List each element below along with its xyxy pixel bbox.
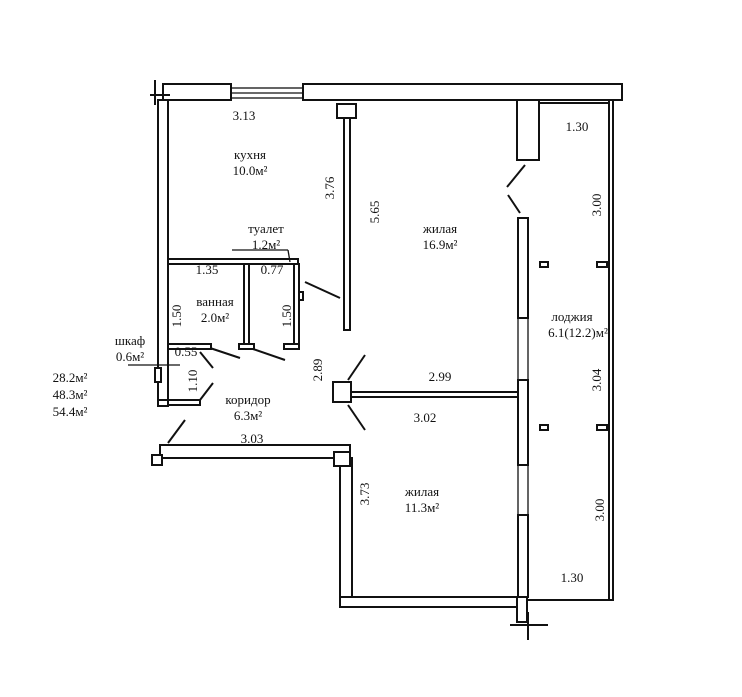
dim-living-small-depth: 3.73 bbox=[357, 483, 372, 506]
dim-loggia-bottom-width: 1.30 bbox=[561, 570, 584, 585]
corridor-area: 6.3м² bbox=[234, 408, 262, 423]
dim-toilet-width: 0.77 bbox=[261, 262, 284, 277]
total-area-with-loggia: 54.4м² bbox=[53, 404, 88, 419]
dim-closet-depth: 1.10 bbox=[185, 370, 200, 393]
living-small-name: жилая bbox=[404, 484, 439, 499]
closet-name: шкаф bbox=[115, 333, 145, 348]
walls bbox=[128, 80, 623, 640]
living-small-area: 11.3м² bbox=[405, 500, 439, 515]
dim-bath-width: 1.35 bbox=[196, 262, 219, 277]
dim-bath-depth: 1.50 bbox=[169, 305, 184, 328]
dim-living-small-width: 3.02 bbox=[414, 410, 437, 425]
dim-loggia-bottom-len: 3.00 bbox=[592, 499, 607, 522]
dim-closet-width: 0.55 bbox=[175, 344, 198, 359]
dim-loggia-top-len: 3.00 bbox=[589, 194, 604, 217]
living-large-name: жилая bbox=[422, 221, 457, 236]
dim-corridor-depth: 2.89 bbox=[310, 359, 325, 382]
living-large-area: 16.9м² bbox=[423, 237, 458, 252]
dim-kitchen-depth: 3.76 bbox=[322, 176, 337, 199]
corridor-name: коридор bbox=[225, 392, 270, 407]
bathroom-name: ванная bbox=[196, 294, 233, 309]
total-living-area: 28.2м² bbox=[53, 370, 88, 385]
dim-kitchen-width: 3.13 bbox=[233, 108, 256, 123]
closet-area: 0.6м² bbox=[116, 349, 144, 364]
loggia-name: лоджия bbox=[551, 309, 592, 324]
total-area: 48.3м² bbox=[53, 387, 88, 402]
dim-loggia-mid-len: 3.04 bbox=[589, 368, 604, 391]
dim-living-large-width: 2.99 bbox=[429, 369, 452, 384]
toilet-area: 1.2м² bbox=[252, 237, 280, 252]
bathroom-area: 2.0м² bbox=[201, 310, 229, 325]
toilet-name: туалет bbox=[248, 221, 284, 236]
dim-loggia-top-width: 1.30 bbox=[566, 119, 589, 134]
dim-toilet-depth: 1.50 bbox=[279, 305, 294, 328]
kitchen-area: 10.0м² bbox=[233, 163, 268, 178]
loggia-area: 6.1(12.2)м² bbox=[548, 325, 608, 340]
kitchen-name: кухня bbox=[234, 147, 266, 162]
dim-living-large-depth: 5.65 bbox=[367, 201, 382, 224]
dim-corridor-width: 3.03 bbox=[241, 431, 264, 446]
